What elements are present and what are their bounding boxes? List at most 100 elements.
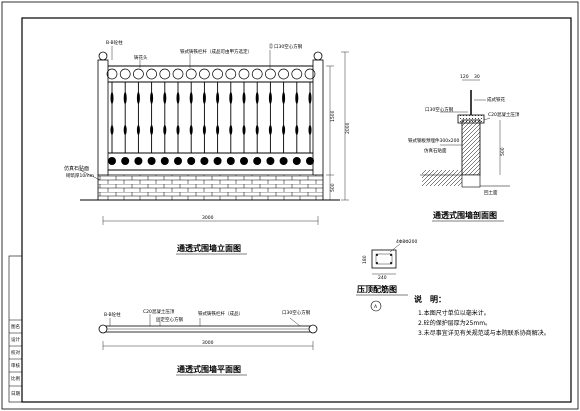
label-railing: 铁式铸铁栏杆（成品可由甲方选定） xyxy=(180,48,252,55)
lower-ornament xyxy=(147,157,156,165)
note-item: 2.砼的保护层厚为25mm。 xyxy=(418,319,491,327)
baluster-knot xyxy=(163,125,167,135)
plan-left-label: B-B砼柱 xyxy=(104,311,121,318)
baluster-knot xyxy=(163,92,167,104)
plan-view: B-B砼柱 C20混凝土压顶 固定空心方钢 铁式铸铁栏杆（成品） 口30空心方钢… xyxy=(98,308,318,376)
lower-ornament xyxy=(240,157,248,165)
notes-heading: 说 明： xyxy=(414,294,446,304)
label-base2: 砌筑厚10mm xyxy=(66,172,94,179)
lower-ornament xyxy=(306,157,314,165)
label-cap-detail: 铸花头 xyxy=(134,54,148,61)
ornament-scroll xyxy=(238,68,250,80)
baluster-knot xyxy=(308,125,312,135)
lower-ornament xyxy=(253,157,262,165)
baluster-knot xyxy=(268,125,272,135)
section-soil: 回土面 xyxy=(484,189,498,196)
right-post-cap xyxy=(313,51,323,61)
section-finish: 仿真石贴面 xyxy=(424,147,447,154)
ornament-scroll xyxy=(304,68,316,80)
baluster-knot xyxy=(229,92,233,104)
lower-ornament xyxy=(134,157,143,165)
baluster-knot xyxy=(216,92,220,104)
dim-lower: 500 xyxy=(330,183,336,192)
baluster-knot xyxy=(229,125,233,135)
plan-title: 通透式围墙平面图 xyxy=(177,364,241,374)
section-top-dim1: 120 xyxy=(460,74,469,80)
baluster-knot xyxy=(136,92,140,104)
section-masonry: 铁式钢板预埋件300x200 xyxy=(408,137,459,144)
ornament-scroll xyxy=(251,68,263,80)
ornament-scroll xyxy=(133,68,144,80)
lower-ornament xyxy=(187,157,196,165)
lower-ornament xyxy=(200,157,209,165)
titleblock-row: 图名 xyxy=(11,323,20,330)
dim-width: 3000 xyxy=(202,215,214,221)
title-block: 图名 设计 校对 审核 比例 日期 xyxy=(8,255,23,403)
cap-dim-h: 180 xyxy=(362,255,368,264)
cap-detail-title: 压顶配筋图 xyxy=(357,284,397,294)
baluster-knot xyxy=(282,125,286,135)
ornament-scroll xyxy=(119,68,131,80)
note-item: 1.本图尺寸单位以毫米计。 xyxy=(418,309,490,317)
ornament-scroll xyxy=(172,68,184,80)
baluster-knot xyxy=(110,92,114,104)
plan-tube-label: 固定空心方钢 xyxy=(156,316,183,323)
section-concrete: C20混凝土压顶 xyxy=(488,111,520,118)
plan-dim: 3000 xyxy=(202,340,214,346)
lower-ornament xyxy=(121,157,130,165)
baluster-knot xyxy=(123,125,127,135)
dim-upper: 1500 xyxy=(330,110,336,122)
baluster-knot xyxy=(242,92,246,104)
label-post: 口30空心方钢 xyxy=(274,43,303,50)
elevation-base xyxy=(97,174,324,201)
ornament-scroll xyxy=(212,68,223,80)
titleblock-row: 日期 xyxy=(11,391,20,397)
baluster-knot xyxy=(242,125,246,135)
baluster-knot xyxy=(202,125,206,135)
baluster-knot xyxy=(216,125,220,135)
titleblock-row: 设计 xyxy=(11,336,20,343)
elevation-ornament-row xyxy=(106,68,316,80)
cap-rebar-label: 4Φ8Φ200 xyxy=(396,239,418,245)
baluster-knot xyxy=(136,125,140,135)
baluster-knot xyxy=(202,92,206,104)
lower-ornament xyxy=(160,157,169,165)
lower-ornament xyxy=(174,157,182,165)
elevation-baluster-row xyxy=(110,82,312,153)
baluster-knot xyxy=(123,92,127,104)
baluster-knot xyxy=(176,125,180,135)
baluster-knot xyxy=(189,125,193,135)
elevation-lower-ornament-row xyxy=(108,157,314,165)
inner-border xyxy=(21,17,572,403)
baluster-knot xyxy=(176,92,180,104)
ornament-scroll xyxy=(146,68,157,80)
cap-detail-section xyxy=(371,249,397,269)
lower-ornament xyxy=(266,157,275,165)
titleblock-row: 校对 xyxy=(11,349,20,356)
ornament-scroll xyxy=(106,68,118,80)
lower-ornament xyxy=(279,157,288,165)
lower-ornament xyxy=(226,157,235,165)
note-item: 3.未尽事宜详见有关规范或与本院联系协商解决。 xyxy=(418,329,550,337)
baluster-knot xyxy=(150,125,154,135)
baluster-knot xyxy=(189,92,193,104)
section-top-dim2: 30 xyxy=(474,74,480,80)
plan-left-post xyxy=(98,324,108,334)
elevation-right-post xyxy=(312,59,324,176)
section-dim-h: 500 xyxy=(500,147,506,156)
label-base: 仿真石贴面 xyxy=(64,165,89,172)
plan-right-post xyxy=(308,324,318,334)
section-title: 通透式围墙剖面图 xyxy=(433,210,497,220)
section-coping xyxy=(457,114,485,124)
plan-railing-label: 铁式铸铁栏杆（成品） xyxy=(198,310,243,317)
baluster-knot xyxy=(150,92,154,104)
cap-detail-view: 4Φ8Φ200 180 240 压顶配筋图 A xyxy=(356,239,418,312)
ornament-scroll xyxy=(185,68,197,80)
cap-marker xyxy=(370,300,382,312)
section-tube: 成式铁花 xyxy=(487,96,505,103)
ornament-scroll xyxy=(159,68,171,80)
baluster-knot xyxy=(268,92,272,104)
elevation-view: B-B砼柱 铸花头 铁式铸铁栏杆（成品可由甲方选定） 口30空心方钢 仿真石贴面… xyxy=(64,39,351,255)
